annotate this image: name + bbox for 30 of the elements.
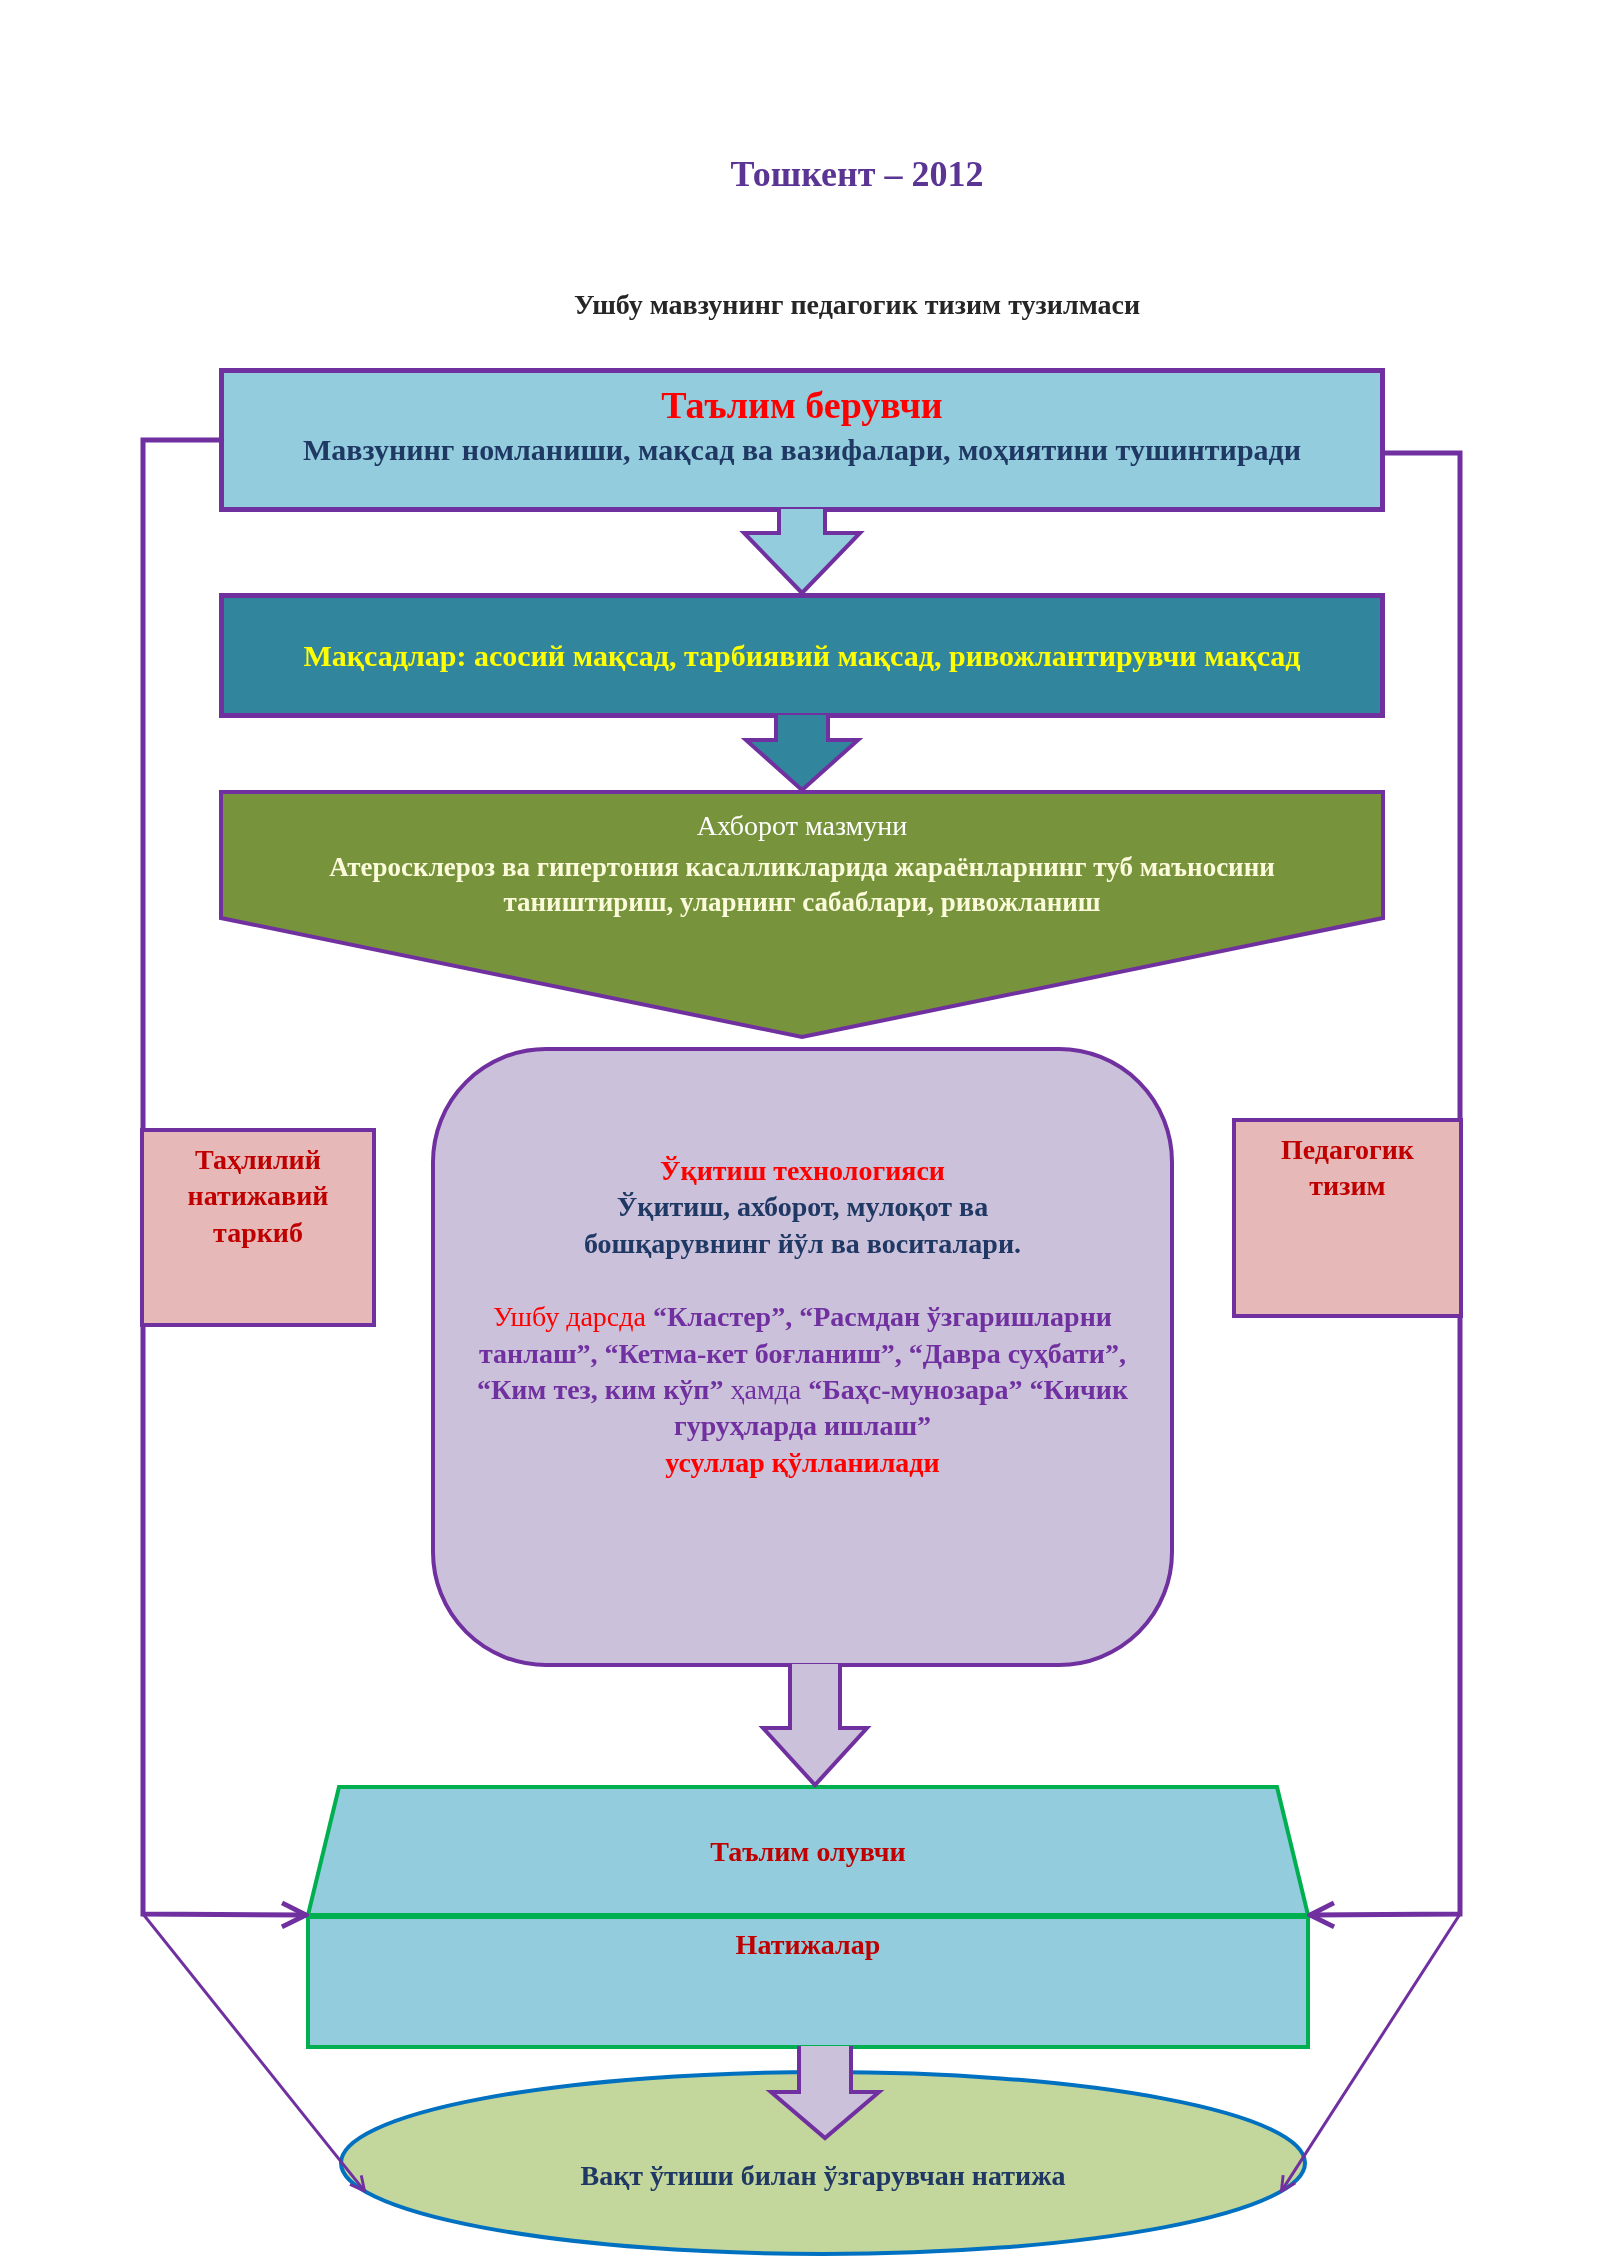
box-title: Таълим берувчи xyxy=(661,383,943,428)
box-text: Вақт ўтиши билан ўзгарувчан натижа xyxy=(580,2158,1066,2193)
place-year-text: Тошкент – 2012 xyxy=(730,154,984,196)
box-text: усуллар қўлланилади xyxy=(665,1445,940,1480)
box-title: Ахборот мазмуни xyxy=(696,809,908,843)
block-arrow xyxy=(765,2044,885,2141)
teacher-box xyxy=(219,368,1385,512)
box-text: Мавзунинг номланиши, мақсад ва вазифалари, моҳиятини тушинтиради xyxy=(302,432,1302,469)
diagram-title: Ушбу мавзунинг педагогик тизим тузилмаси xyxy=(573,289,1141,322)
connector-line xyxy=(1385,450,1463,1118)
box-text: Мақсадлар: асосий мақсад, тарбиявий мақсад, ривожлантирувчи мақсад xyxy=(303,638,1301,674)
box-text: Натижалар xyxy=(735,1928,881,1962)
goals-box xyxy=(219,593,1385,718)
box-title: Ўқитиш технологияси xyxy=(660,1154,945,1188)
box-text: Таҳлилий натижавий таркиб xyxy=(186,1143,330,1250)
result-box xyxy=(306,1915,1310,2049)
side-box xyxy=(1232,1118,1463,1318)
block-arrow xyxy=(739,507,865,596)
box-text: Ушбу дарсда “Кластер”, “Расмдан ўзгаришларни танлаш”, “Кетма-кет боғланиш”, “Давра суҳбати”, “Ким тез, ким кўп” ҳамда “Баҳс-мунозара” “Кичик гуруҳларда ишлаш” xyxy=(475,1300,1130,1444)
side-box xyxy=(140,1128,376,1327)
box-text: Таълим олувчи xyxy=(710,1834,906,1869)
box-text: Ўқитиш, ахборот, мулоқот ва бошқарувнинг йўл ва воситалари. xyxy=(582,1190,1023,1261)
arrow xyxy=(140,1327,309,1930)
block-arrow xyxy=(740,713,864,793)
block-arrow xyxy=(758,1662,872,1788)
box-text: Атеросклероз ва гипертония касалликларида жараёнларнинг туб маъносини таништириш, уларнинг сабаблари, ривожланиш xyxy=(328,851,1276,920)
arrow xyxy=(1307,1318,1463,1930)
connector-line xyxy=(140,437,219,1128)
rounded-panel xyxy=(431,1047,1174,1667)
box-text: Педагогик тизим xyxy=(1280,1133,1415,1204)
